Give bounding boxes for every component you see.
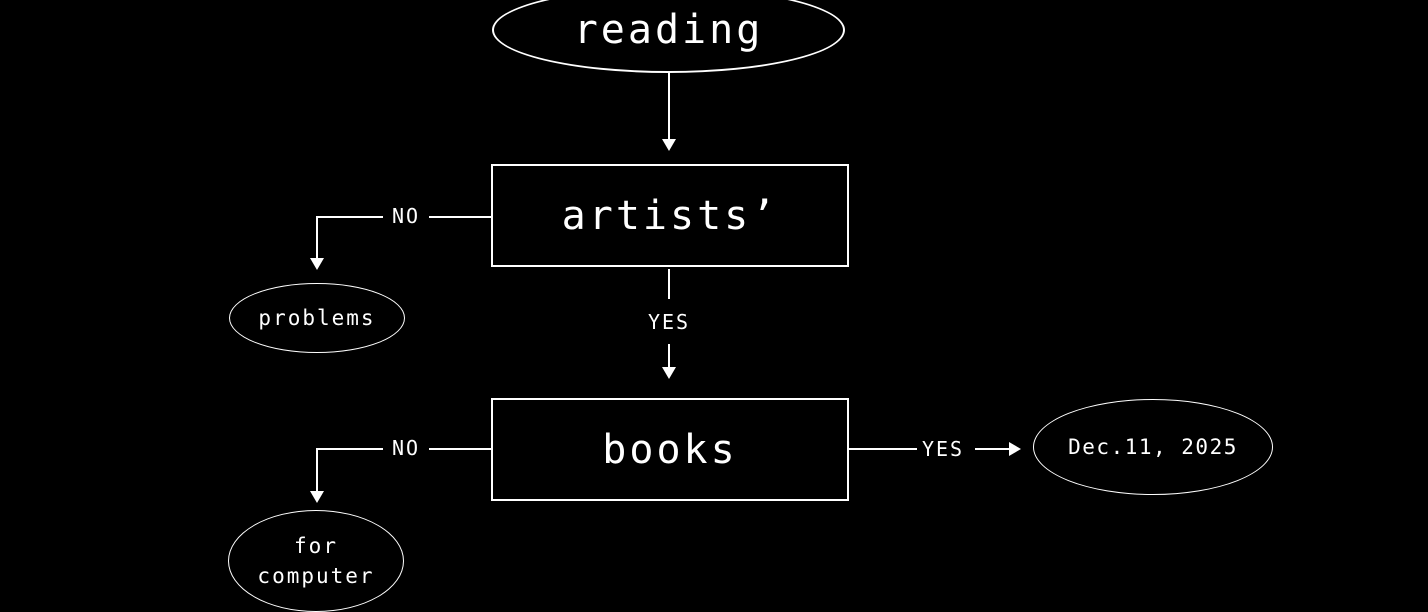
connector-books-yes-right bbox=[975, 448, 1009, 450]
node-books: books bbox=[491, 398, 849, 501]
connector-artists-no-left bbox=[316, 216, 383, 218]
arrowhead-down-icon bbox=[662, 367, 676, 379]
edge-label-artists-no: NO bbox=[391, 204, 421, 228]
arrowhead-down-icon bbox=[662, 139, 676, 151]
connector-artists-no-right bbox=[429, 216, 491, 218]
edge-label-artists-yes: YES bbox=[647, 310, 691, 334]
connector-books-no-right bbox=[429, 448, 491, 450]
node-artists: artists’ bbox=[491, 164, 849, 267]
connector-books-no-left bbox=[316, 448, 383, 450]
node-for-computer-line2: computer bbox=[257, 564, 375, 588]
node-date: Dec.11, 2025 bbox=[1033, 399, 1273, 495]
arrowhead-right-icon bbox=[1009, 442, 1021, 456]
connector-start-to-artists bbox=[668, 72, 670, 139]
node-reading: reading bbox=[492, 0, 845, 73]
node-problems: problems bbox=[229, 283, 405, 353]
connector-artists-yes-lower bbox=[668, 344, 670, 367]
connector-books-no-down bbox=[316, 448, 318, 491]
node-date-label: Dec.11, 2025 bbox=[1068, 435, 1238, 459]
node-for-computer: for computer bbox=[228, 510, 404, 612]
node-for-computer-line1: for bbox=[294, 534, 338, 558]
node-books-label: books bbox=[602, 426, 738, 473]
edge-label-books-yes: YES bbox=[921, 437, 965, 461]
node-artists-label: artists’ bbox=[561, 192, 779, 239]
node-problems-label: problems bbox=[258, 306, 376, 330]
connector-artists-no-down bbox=[316, 216, 318, 258]
connector-books-yes-left bbox=[849, 448, 917, 450]
arrowhead-down-icon bbox=[310, 258, 324, 270]
node-for-computer-label: for computer bbox=[257, 531, 374, 591]
node-reading-label: reading bbox=[573, 7, 764, 53]
arrowhead-down-icon bbox=[310, 491, 324, 503]
connector-artists-yes-upper bbox=[668, 269, 670, 299]
edge-label-books-no: NO bbox=[391, 436, 421, 460]
